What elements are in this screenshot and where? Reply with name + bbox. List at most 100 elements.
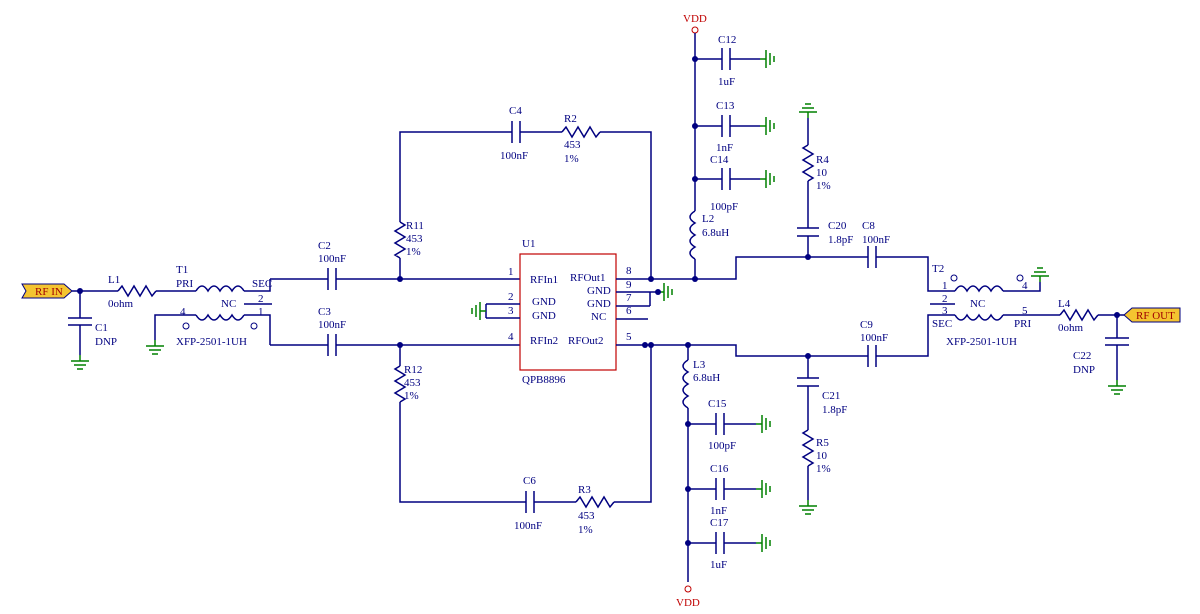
svg-text:8: 8 (626, 265, 632, 277)
svg-text:XFP-2501-1UH: XFP-2501-1UH (176, 336, 247, 348)
svg-text:0ohm: 0ohm (108, 298, 134, 310)
l1-inductor: L1 0ohm (108, 274, 157, 310)
svg-text:5: 5 (1022, 305, 1028, 317)
svg-text:PRI: PRI (176, 278, 193, 290)
c9-capacitor: C9 100nF (860, 319, 888, 367)
c12-capacitor: C12 1uF (695, 34, 775, 88)
svg-text:100nF: 100nF (318, 319, 346, 331)
t1-transformer: T1 PRI NC XFP-2501-1UH SEC 2 1 4 (145, 264, 272, 355)
svg-text:RFOut1: RFOut1 (570, 272, 605, 284)
svg-text:100nF: 100nF (500, 150, 528, 162)
svg-text:QPB8896: QPB8896 (522, 374, 566, 386)
svg-text:100nF: 100nF (514, 520, 542, 532)
svg-text:L1: L1 (108, 274, 120, 286)
svg-text:100nF: 100nF (860, 332, 888, 344)
svg-text:GND: GND (532, 310, 556, 322)
vdd-bottom: VDD (676, 585, 700, 609)
svg-text:2: 2 (508, 291, 514, 303)
svg-text:C12: C12 (718, 34, 736, 46)
svg-text:1%: 1% (404, 390, 419, 402)
svg-text:R3: R3 (578, 484, 591, 496)
svg-text:453: 453 (564, 139, 581, 151)
svg-text:C2: C2 (318, 240, 331, 252)
svg-text:1%: 1% (816, 180, 831, 192)
svg-text:L3: L3 (693, 359, 706, 371)
svg-text:100nF: 100nF (862, 234, 890, 246)
svg-text:3: 3 (942, 305, 948, 317)
svg-text:C14: C14 (710, 154, 729, 166)
svg-text:C1: C1 (95, 322, 108, 334)
svg-text:C15: C15 (708, 398, 727, 410)
svg-text:100nF: 100nF (318, 253, 346, 265)
rf-out-port: RF OUT (1123, 307, 1181, 323)
svg-text:1nF: 1nF (716, 142, 733, 154)
r4-resistor: R4 10 1% (798, 103, 831, 228)
l2-inductor: L2 6.8uH (689, 210, 729, 260)
svg-text:4: 4 (1022, 280, 1028, 292)
svg-text:VDD: VDD (676, 597, 700, 609)
svg-text:L4: L4 (1058, 298, 1071, 310)
r5-resistor: R5 10 1% (798, 429, 831, 515)
svg-text:PRI: PRI (1014, 318, 1031, 330)
svg-text:4: 4 (508, 331, 514, 343)
svg-text:GND: GND (587, 285, 611, 297)
svg-text:453: 453 (406, 233, 423, 245)
svg-text:1uF: 1uF (710, 559, 727, 571)
svg-text:C21: C21 (822, 390, 840, 402)
vdd-top: VDD (683, 13, 707, 34)
svg-text:1%: 1% (816, 463, 831, 475)
t2-transformer: T2 1 2 3 NC 4 5 SEC PRI XFP-2501-1UH (930, 263, 1060, 348)
svg-text:NC: NC (221, 298, 236, 310)
r11-resistor: R11 453 1% (393, 131, 512, 279)
svg-text:R5: R5 (816, 437, 829, 449)
svg-text:100pF: 100pF (710, 201, 738, 213)
svg-text:6.8uH: 6.8uH (693, 372, 720, 384)
svg-text:1%: 1% (564, 153, 579, 165)
svg-text:NC: NC (591, 311, 606, 323)
svg-text:T2: T2 (932, 263, 944, 275)
c1-capacitor: C1 DNP (68, 291, 117, 370)
svg-text:6.8uH: 6.8uH (702, 227, 729, 239)
svg-text:C16: C16 (710, 463, 729, 475)
svg-text:C17: C17 (710, 517, 729, 529)
svg-text:GND: GND (587, 298, 611, 310)
svg-text:C13: C13 (716, 100, 735, 112)
rf-in-port: RF IN (21, 283, 73, 299)
svg-text:1: 1 (942, 280, 948, 292)
svg-text:VDD: VDD (683, 13, 707, 25)
svg-text:T1: T1 (176, 264, 188, 276)
svg-text:10: 10 (816, 167, 828, 179)
svg-text:2: 2 (258, 293, 264, 305)
c16-capacitor: C16 1nF (688, 463, 771, 517)
c14-capacitor: C14 100pF (695, 154, 775, 213)
r2-resistor: R2 453 1% (561, 113, 601, 165)
svg-text:DNP: DNP (95, 336, 117, 348)
svg-text:SEC: SEC (932, 318, 952, 330)
svg-text:NC: NC (970, 298, 985, 310)
svg-text:R4: R4 (816, 154, 829, 166)
svg-text:2: 2 (942, 293, 948, 305)
c20-capacitor: C20 1.8pF (797, 220, 853, 257)
svg-text:C6: C6 (523, 475, 536, 487)
svg-text:RFIn2: RFIn2 (530, 335, 558, 347)
svg-text:1.8pF: 1.8pF (828, 234, 853, 246)
c6-capacitor: C6 100nF (514, 475, 542, 532)
svg-text:RFIn1: RFIn1 (530, 274, 558, 286)
r3-resistor: R3 453 1% (575, 484, 615, 536)
svg-text:4: 4 (180, 306, 186, 318)
svg-text:1nF: 1nF (710, 505, 727, 517)
r12-resistor: R12 453 1% (393, 345, 526, 503)
svg-text:0ohm: 0ohm (1058, 322, 1084, 334)
rf-in-label: RF IN (35, 286, 63, 298)
svg-text:10: 10 (816, 450, 828, 462)
svg-text:R12: R12 (404, 364, 422, 376)
svg-text:1: 1 (508, 266, 514, 278)
c4-capacitor: C4 100nF (500, 105, 528, 162)
svg-text:1%: 1% (578, 524, 593, 536)
svg-text:C3: C3 (318, 306, 331, 318)
svg-text:1%: 1% (406, 246, 421, 258)
svg-text:6: 6 (626, 305, 632, 317)
rf-out-label: RF OUT (1136, 310, 1175, 322)
svg-text:453: 453 (578, 510, 595, 522)
